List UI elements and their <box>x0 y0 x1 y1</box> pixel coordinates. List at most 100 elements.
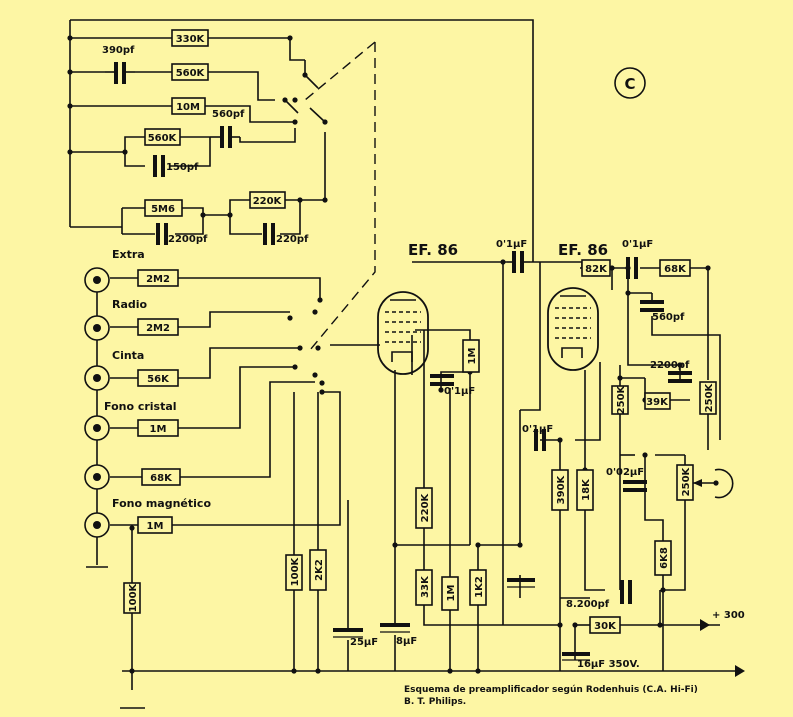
svg-text:56K: 56K <box>147 374 170 385</box>
svg-text:39K: 39K <box>646 397 669 408</box>
jack-radio <box>84 315 110 341</box>
resistor-220k-eq: 220K <box>249 191 286 209</box>
resistor-1m-stage1: 1M <box>441 576 459 611</box>
jack-68k <box>84 464 110 490</box>
tube1-label: EF. 86 <box>408 241 458 259</box>
resistor-fono-magnetico: 1M <box>137 516 173 534</box>
caption-line2: B. T. Philips. <box>404 697 466 707</box>
svg-text:220pf: 220pf <box>276 234 309 245</box>
label-fono-magnetico: Fono magnético <box>112 497 211 510</box>
capacitor-8200pf: 8.200pf <box>566 580 632 610</box>
svg-text:25µF: 25µF <box>350 637 378 648</box>
svg-text:0'1µF: 0'1µF <box>496 239 527 250</box>
capacitor-2200pf-stage2: 2200pf <box>650 360 692 383</box>
capacitor-2200pf-eq: 2200pf <box>156 223 208 245</box>
svg-text:82K: 82K <box>585 264 608 275</box>
svg-text:6K8: 6K8 <box>659 547 670 569</box>
capacitor-560pf-stage2: 560pf <box>640 300 685 323</box>
resistor-30k: 30K <box>589 616 621 634</box>
resistor-2k2: 2K2 <box>309 549 327 591</box>
supply: 30K 16µF 350V. + 300 <box>562 610 745 670</box>
jack-extra <box>84 267 110 293</box>
jack-fono-magnetico <box>84 512 110 538</box>
svg-text:560pf: 560pf <box>652 312 685 323</box>
resistor-82k: 82K <box>581 259 611 277</box>
svg-text:2K2: 2K2 <box>314 559 325 581</box>
resistor-18k: 18K <box>576 469 594 511</box>
capacitor-560pf-eq: 560pf <box>210 109 245 148</box>
svg-text:C: C <box>624 75 635 93</box>
svg-text:250K: 250K <box>616 384 627 414</box>
potentiometer-250k: 250K <box>676 464 734 501</box>
svg-text:2M2: 2M2 <box>146 323 170 334</box>
resistor-1k2: 1K2 <box>469 569 487 606</box>
resistor-fono-cristal: 1M <box>137 419 179 437</box>
resistor-radio: 2M2 <box>137 318 179 336</box>
capacitor-8uf: 8µF <box>380 623 417 647</box>
capacitor-coupling-stage1: 0'1µF <box>496 239 530 273</box>
svg-text:30K: 30K <box>594 621 617 632</box>
label-radio: Radio <box>112 298 148 311</box>
resistor-68k-input: 68K <box>141 468 181 486</box>
resistor-100k-ground: 100K <box>123 582 141 614</box>
svg-text:16µF 350V.: 16µF 350V. <box>577 659 640 670</box>
resistor-250k-a: 250K <box>611 384 629 415</box>
label-extra: Extra <box>112 248 145 261</box>
resistor-100k: 100K <box>285 554 303 591</box>
svg-text:390K: 390K <box>556 474 567 504</box>
capacitor-25uf: 25µF <box>333 628 378 648</box>
svg-text:0'1µF: 0'1µF <box>444 386 475 397</box>
svg-text:100K: 100K <box>128 582 139 612</box>
svg-text:0'02µF: 0'02µF <box>606 467 644 478</box>
capacitor-electrolytic-mid <box>507 578 535 588</box>
resistor-33k: 33K <box>415 569 433 606</box>
svg-text:250K: 250K <box>704 382 715 412</box>
circuit-label-c: C <box>614 67 646 99</box>
stage1-components: 0'1µF 1M 0'1µF 100K 2K2 25µF 8µF 220K 33… <box>285 239 535 648</box>
svg-text:68K: 68K <box>664 264 687 275</box>
tube2-label: EF. 86 <box>558 241 608 259</box>
capacitor-screen-stage1: 0'1µF <box>430 374 475 397</box>
svg-text:560K: 560K <box>176 68 206 79</box>
resistor-560k-b: 560K <box>144 128 181 146</box>
svg-text:330K: 330K <box>176 34 206 45</box>
svg-text:1M: 1M <box>150 424 167 435</box>
svg-text:2200pf: 2200pf <box>650 360 690 371</box>
eq-network: 330K 390pf 560K 10M 560K 560pf 150pf 5M6… <box>102 29 326 245</box>
svg-text:1M: 1M <box>147 521 164 532</box>
resistor-560k-a: 560K <box>171 63 209 81</box>
svg-text:390pf: 390pf <box>102 45 135 56</box>
label-cinta: Cinta <box>112 349 144 362</box>
svg-text:0'1µF: 0'1µF <box>622 239 653 250</box>
svg-text:1M: 1M <box>467 348 478 365</box>
capacitor-390pf: 390pf <box>102 45 135 84</box>
wiring <box>69 19 745 709</box>
stage2-components: 82K 0'1µF 68K 560pf 2200pf 250K 39K 250K… <box>522 239 734 610</box>
jack-fono-cristal <box>84 415 110 441</box>
svg-text:250K: 250K <box>681 466 692 496</box>
resistor-330k: 330K <box>171 29 209 47</box>
svg-text:560K: 560K <box>148 133 178 144</box>
resistor-10m: 10M <box>171 97 206 115</box>
eq-switch-contacts <box>284 74 326 123</box>
svg-text:220K: 220K <box>420 492 431 522</box>
svg-text:150pf: 150pf <box>166 162 199 173</box>
resistor-extra: 2M2 <box>137 269 179 287</box>
resistor-5m6: 5M6 <box>144 199 183 217</box>
svg-text:33K: 33K <box>420 575 431 598</box>
resistor-250k-b: 250K <box>699 381 717 415</box>
resistor-390k: 390K <box>551 469 569 511</box>
svg-text:10M: 10M <box>176 102 200 113</box>
svg-text:1K2: 1K2 <box>474 576 485 598</box>
capacitor-coupling-stage2: 0'1µF <box>622 239 653 279</box>
resistor-6k8: 6K8 <box>654 540 672 576</box>
tube-ef86-stage1 <box>377 291 429 375</box>
resistor-39k: 39K <box>644 392 671 410</box>
svg-text:0'1µF: 0'1µF <box>522 424 553 435</box>
svg-text:8µF: 8µF <box>396 636 417 647</box>
svg-text:18K: 18K <box>581 478 592 501</box>
svg-text:100K: 100K <box>290 556 301 586</box>
resistor-220k-stage1: 220K <box>415 487 433 529</box>
capacitor-220pf: 220pf <box>263 223 309 245</box>
